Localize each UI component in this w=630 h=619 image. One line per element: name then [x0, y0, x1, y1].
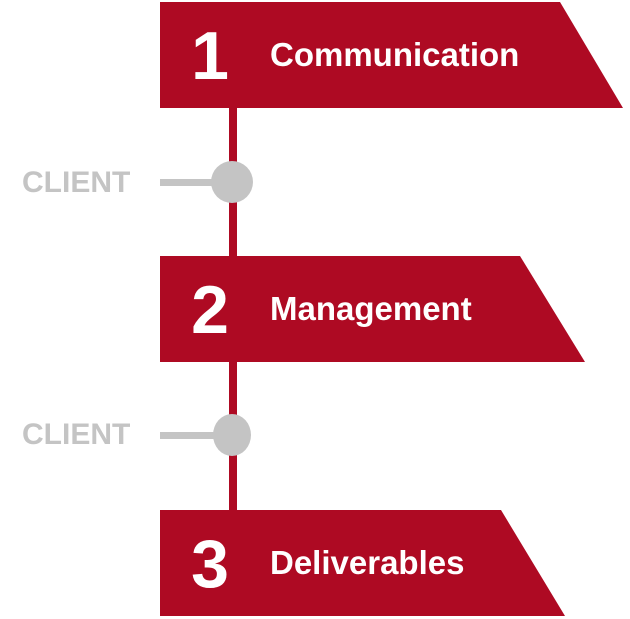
step-2-number: 2: [191, 272, 229, 348]
step-2-label: Management: [270, 290, 472, 327]
step-1-label: Communication: [270, 36, 520, 73]
step-3-label: Deliverables: [270, 544, 465, 581]
step-1-number: 1: [191, 18, 229, 94]
client-label-1: CLIENT: [22, 166, 131, 199]
client-connector-1-node: [211, 161, 253, 203]
step-3-banner: [160, 510, 565, 616]
client-connector-2-node: [213, 414, 251, 456]
step-2-banner: [160, 256, 585, 362]
step-1-banner: [160, 2, 623, 108]
client-connector-1-line: [160, 179, 220, 186]
step-3-number: 3: [191, 526, 229, 602]
client-connector-2-line: [160, 432, 220, 439]
client-label-2: CLIENT: [22, 418, 131, 451]
